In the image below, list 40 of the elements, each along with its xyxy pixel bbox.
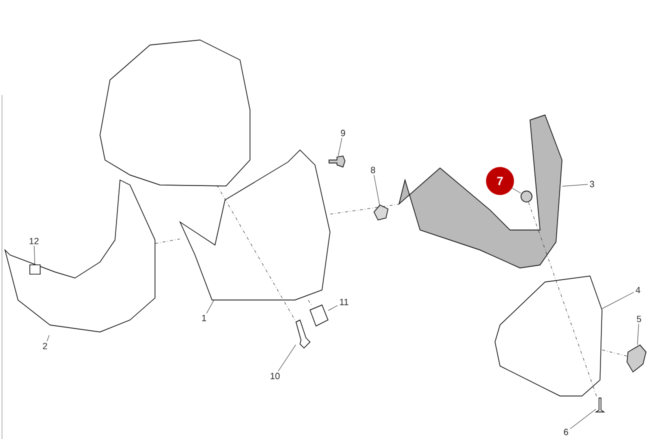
leader-line bbox=[512, 188, 522, 194]
alignment-line bbox=[154, 238, 180, 244]
alignment-line bbox=[308, 300, 312, 306]
fairing-drawing bbox=[398, 114, 562, 268]
screw-drawing bbox=[328, 156, 346, 168]
callout-number: 2 bbox=[42, 342, 48, 350]
callout-number: 8 bbox=[370, 166, 376, 174]
leader-line bbox=[562, 184, 588, 187]
leader-line bbox=[602, 292, 634, 309]
cover-drawing bbox=[494, 276, 602, 396]
leader-line bbox=[328, 305, 338, 311]
callout-number: 10 bbox=[270, 372, 280, 380]
callout-badge: 7 bbox=[486, 167, 514, 195]
leader-line bbox=[206, 300, 214, 314]
leader-line bbox=[637, 324, 639, 346]
callout-number: 6 bbox=[564, 428, 568, 436]
alignment-line bbox=[528, 202, 598, 398]
alignment-line bbox=[602, 350, 628, 356]
leader-line bbox=[374, 174, 380, 206]
leader-line bbox=[278, 344, 296, 372]
instrument-cluster-drawing bbox=[100, 40, 250, 186]
callout-number: 9 bbox=[340, 130, 346, 136]
nut-drawing bbox=[520, 190, 532, 202]
screw-drawing bbox=[594, 398, 606, 412]
clip-drawing bbox=[374, 204, 388, 220]
leader-line bbox=[570, 408, 596, 430]
callout-number: 1 bbox=[202, 314, 206, 322]
leader-line bbox=[338, 138, 342, 156]
cap-drawing bbox=[310, 304, 328, 326]
alignment-line bbox=[216, 184, 296, 322]
leader-line bbox=[46, 334, 50, 342]
callout-number: 4 bbox=[636, 286, 640, 294]
callout-number: 12 bbox=[30, 238, 39, 244]
bolt-drawing bbox=[296, 320, 310, 348]
leader-line bbox=[34, 246, 36, 266]
callout-number: 5 bbox=[636, 316, 642, 322]
callout-number: 11 bbox=[340, 298, 348, 306]
badge-drawing bbox=[626, 344, 646, 373]
callout-number: 3 bbox=[590, 180, 594, 188]
alignment-line bbox=[330, 204, 400, 214]
